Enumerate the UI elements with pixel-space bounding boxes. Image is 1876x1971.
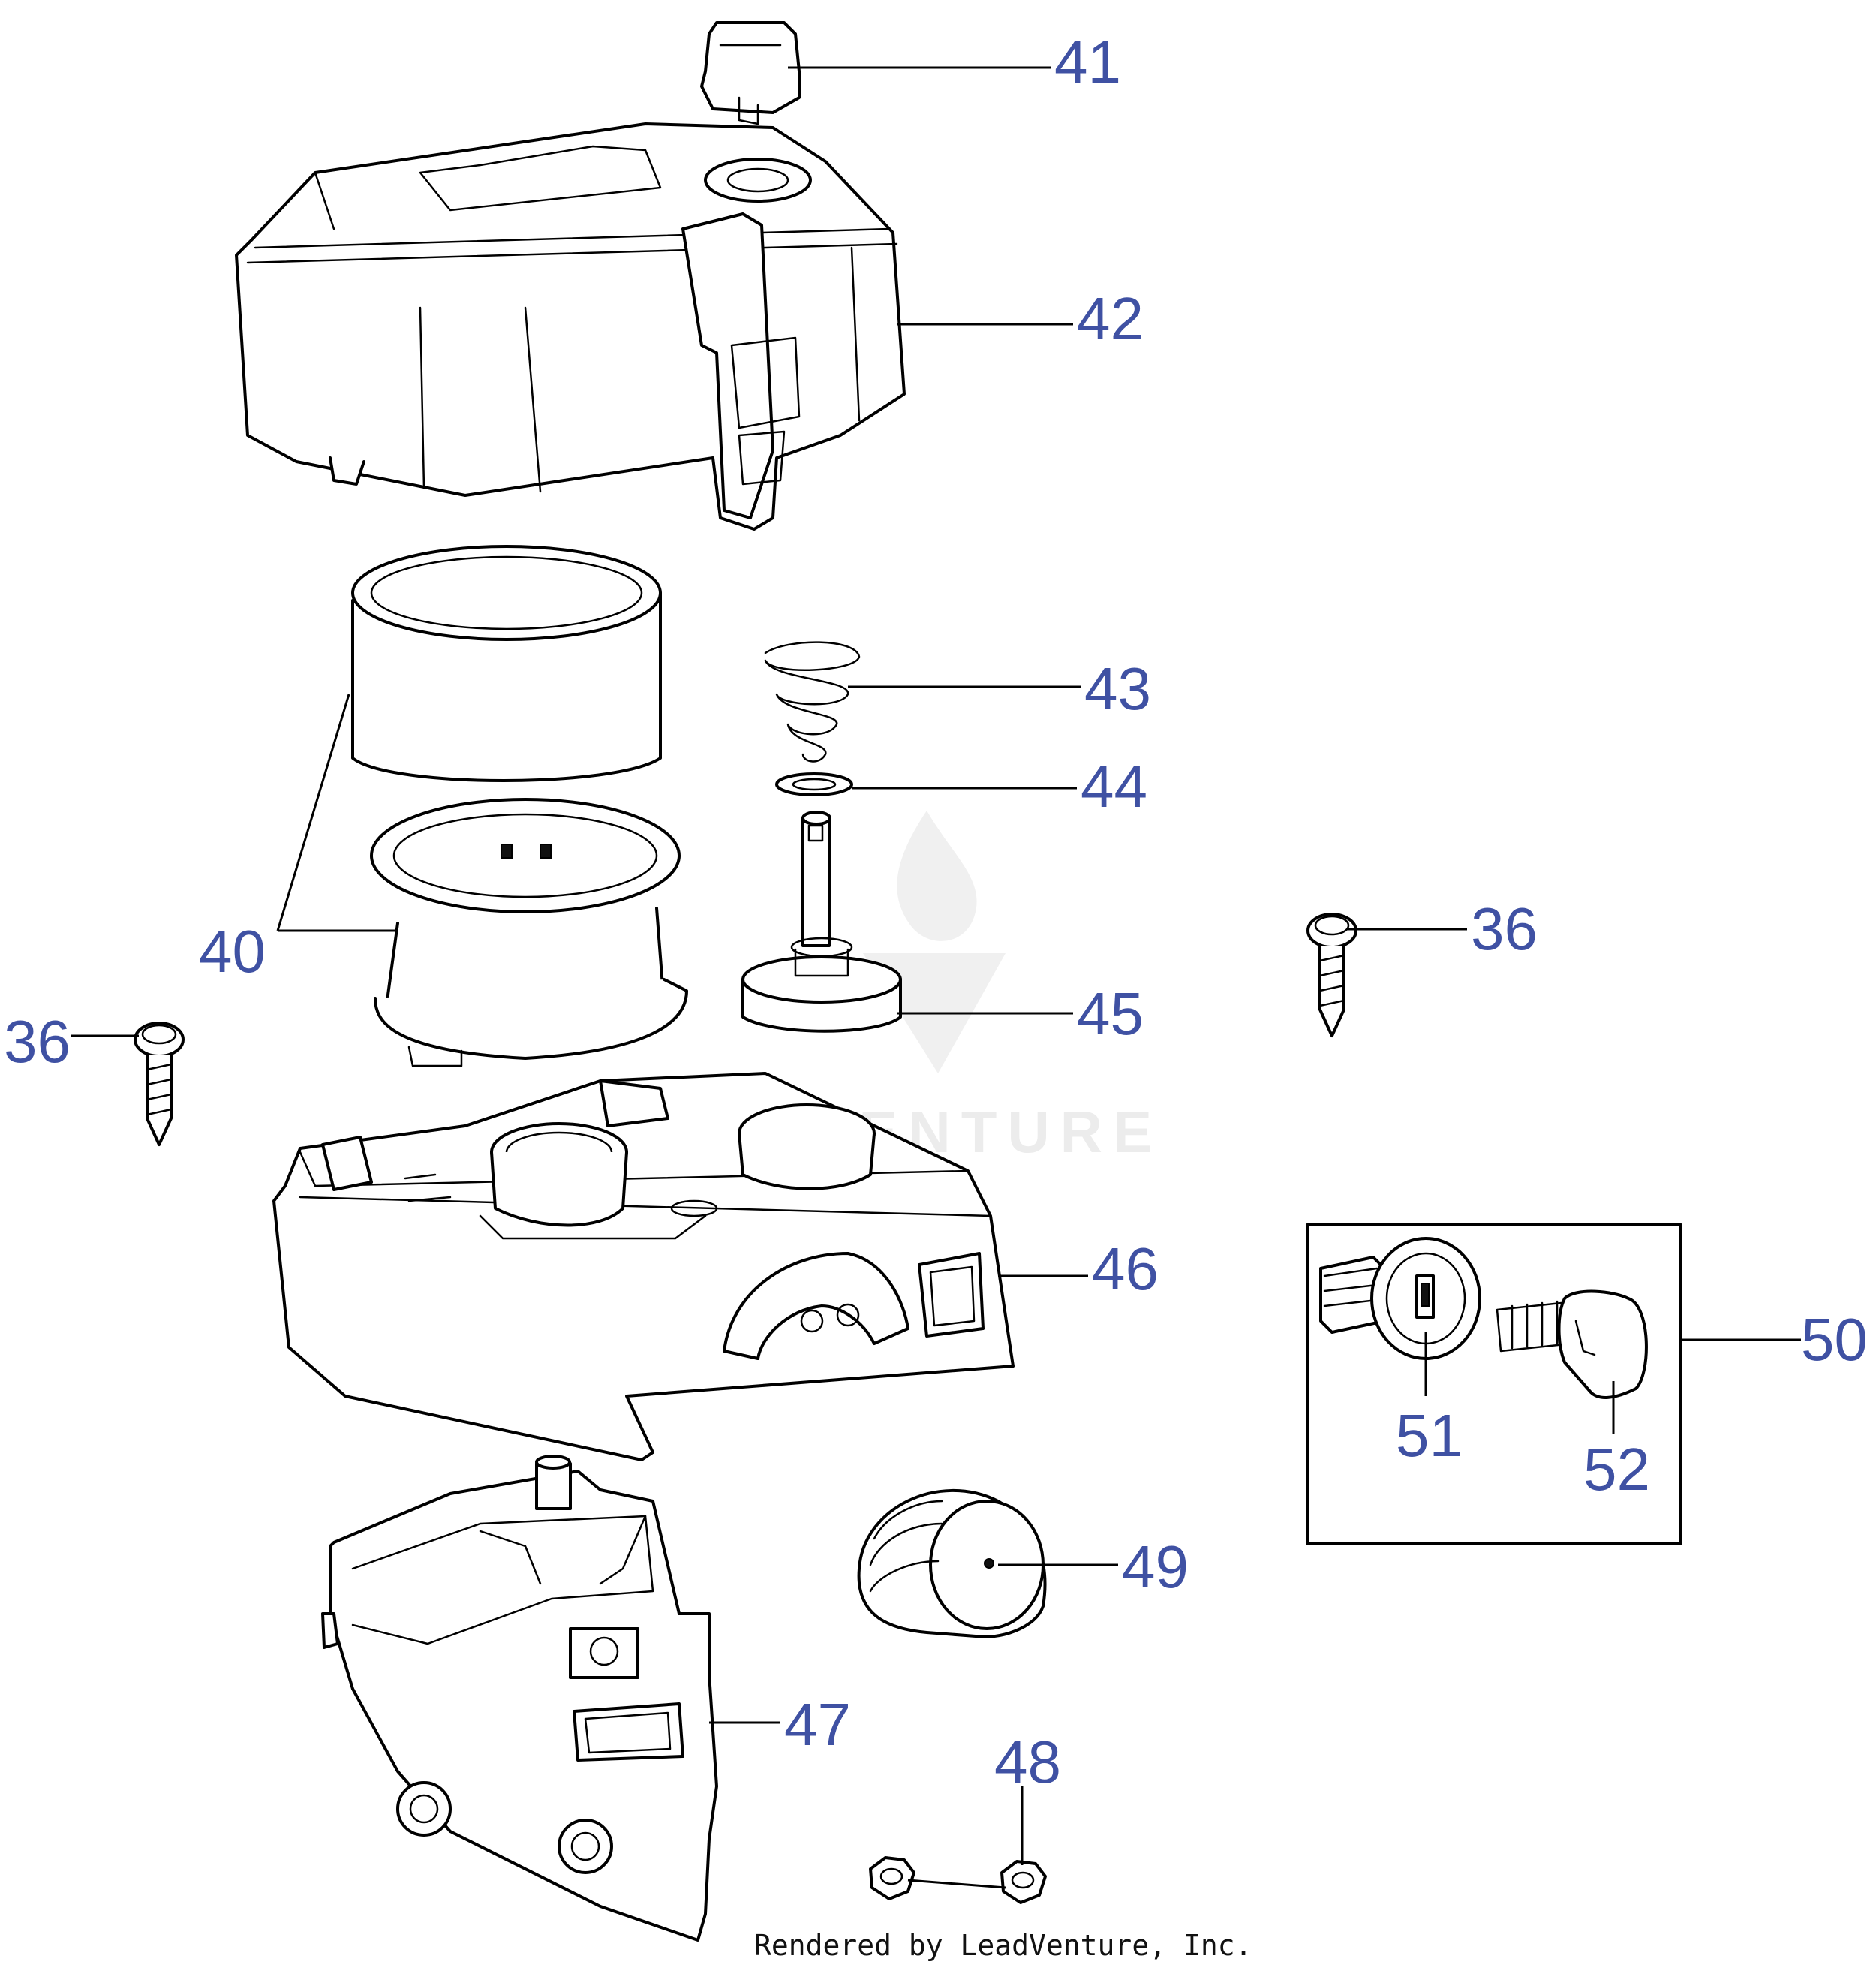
part-46-base[interactable] <box>272 1072 1015 1461</box>
part-44-washer[interactable] <box>775 772 853 796</box>
part-52-bulb[interactable] <box>1496 1289 1648 1399</box>
part-51-primer[interactable] <box>1319 1237 1481 1360</box>
callout-45: 45 <box>1077 980 1144 1047</box>
callout-51: 51 <box>1396 1402 1463 1469</box>
callout-47: 47 <box>784 1691 851 1758</box>
part-41-knob[interactable] <box>700 21 801 125</box>
part-36-screw-right[interactable] <box>1306 913 1357 1037</box>
part-40-foam-filter[interactable] <box>351 545 662 782</box>
part-40-paper-filter[interactable] <box>370 798 688 1067</box>
part-36-screw-left[interactable] <box>134 1022 185 1146</box>
part-47-housing[interactable] <box>321 1455 718 1942</box>
callout-50: 50 <box>1801 1306 1868 1373</box>
callout-43: 43 <box>1084 655 1151 722</box>
callouts: 41 42 43 44 40 36 36 45 46 50 51 52 49 4… <box>4 29 1868 1795</box>
callout-42: 42 <box>1077 285 1144 352</box>
leader-lines <box>71 66 1801 1889</box>
callout-36-right: 36 <box>1471 895 1538 962</box>
render-credit: Rendered by LeadVenture, Inc. <box>754 1929 1252 1962</box>
callout-44: 44 <box>1081 753 1147 820</box>
callout-52: 52 <box>1583 1436 1650 1503</box>
part-43-spring[interactable] <box>764 641 861 763</box>
callout-40: 40 <box>199 918 266 985</box>
part-49-plug[interactable] <box>857 1488 1047 1638</box>
watermark-flame-icon <box>897 811 977 941</box>
part-48-nut-left[interactable] <box>869 1856 915 1900</box>
part-48-nut-right[interactable] <box>1000 1860 1047 1904</box>
callout-48: 48 <box>994 1729 1061 1795</box>
callout-49: 49 <box>1122 1533 1189 1600</box>
callout-36-left: 36 <box>4 1008 71 1075</box>
part-45-valve[interactable] <box>741 811 902 1033</box>
callout-41: 41 <box>1054 29 1121 95</box>
part-42-cover[interactable] <box>235 122 906 531</box>
callout-46: 46 <box>1092 1235 1159 1302</box>
